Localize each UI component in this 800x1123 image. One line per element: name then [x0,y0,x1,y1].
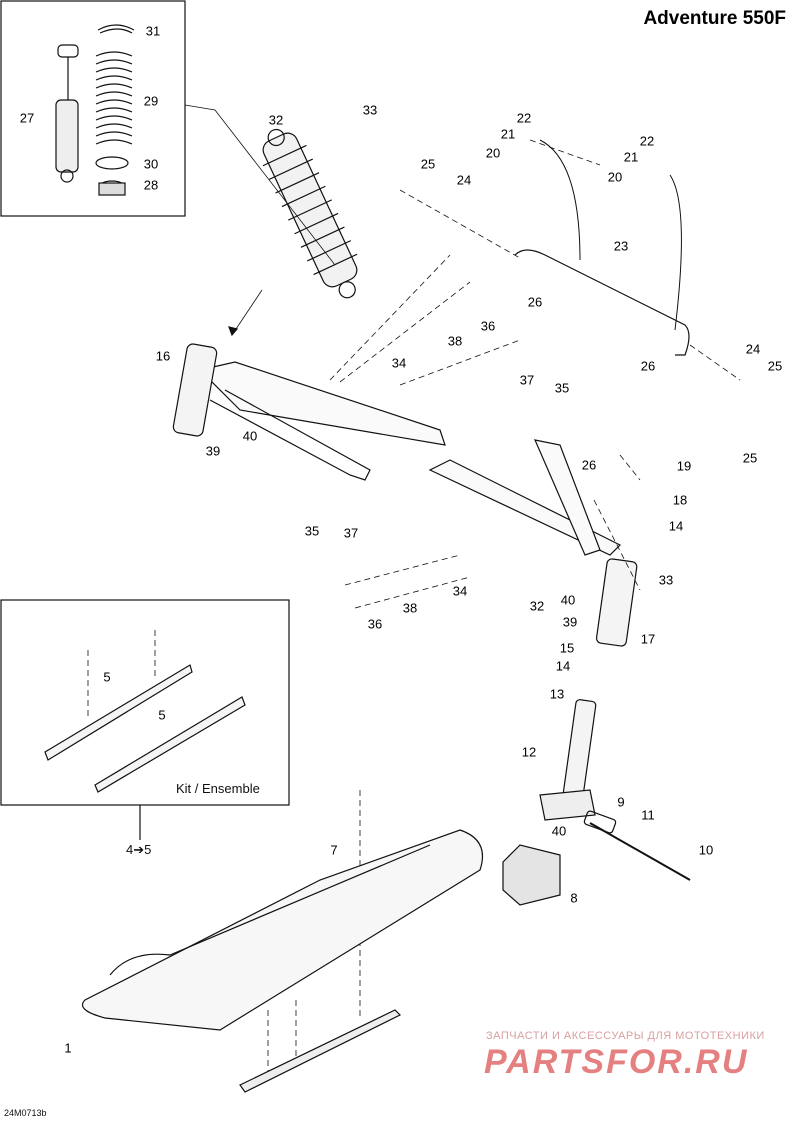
callout-label: 5 [158,707,166,723]
callout-label: 21 [500,126,516,142]
callout-label: 32 [529,598,545,614]
ski [81,829,484,1093]
shock-inset-box [0,0,186,217]
sway-bar [514,249,690,356]
callout-label: 27 [19,110,35,126]
callout-label: 22 [516,110,532,126]
ski-bracket [502,844,561,906]
callout-label: 12 [521,744,537,760]
callout-label: 14 [555,658,571,674]
shock-absorber-inset [55,44,79,183]
carbide-runners [44,664,246,793]
callout-label: 21 [623,149,639,165]
callout-label: 29 [143,93,159,109]
spring-inset [95,24,135,196]
callout-label: 14 [668,518,684,534]
callout-label: 33 [658,572,674,588]
callout-label: 20 [607,169,623,185]
callout-label: 23 [613,238,629,254]
kit-box-label: Kit / Ensemble [176,781,260,796]
watermark-logo: PARTSFOR.RU [484,1043,749,1081]
callout-label: 40 [242,428,258,444]
callout-label: 8 [570,890,578,906]
kit-reference: 4➔5 [126,842,152,857]
callout-label: 30 [143,156,159,172]
callout-label: 11 [641,807,655,823]
callout-label: 34 [391,355,407,371]
callout-label: 22 [639,133,655,149]
callout-label: 24 [456,172,472,188]
callout-label: 13 [549,686,565,702]
callout-label: 9 [617,794,625,810]
callout-label: 39 [562,614,578,630]
callout-label: 20 [485,145,501,161]
page-title: Adventure 550F [643,8,786,29]
shock-absorber-main [262,128,358,299]
callout-label: 17 [640,631,656,647]
callout-label: 40 [551,823,567,839]
spindle-upper [172,343,218,437]
watermark-tagline: ЗАПЧАСТИ И АКСЕССУАРЫ ДЛЯ МОТОТЕХНИКИ [486,1030,765,1042]
callout-label: 31 [145,23,161,39]
callout-label: 40 [560,592,576,608]
spindle-tube [595,558,638,647]
callout-label: 15 [559,640,575,656]
callout-label: 10 [698,842,714,858]
callout-label: 36 [480,318,496,334]
callout-label: 5 [103,669,111,685]
callout-label: 7 [330,842,338,858]
callout-label: 26 [581,457,597,473]
callout-label: 38 [402,600,418,616]
callout-label: 19 [676,458,692,474]
lower-a-arm [428,439,622,556]
callout-label: 25 [767,358,783,374]
callout-label: 28 [143,177,159,193]
callout-label: 36 [367,616,383,632]
callout-label: 38 [447,333,463,349]
callout-label: 32 [268,112,284,128]
callout-label: 37 [343,525,359,541]
callout-label: 35 [304,523,320,539]
callout-label: 34 [452,583,468,599]
upper-a-arm [198,361,446,481]
callout-label: 16 [155,348,171,364]
callout-label: 24 [745,341,761,357]
callout-label: 26 [527,294,543,310]
callout-label: 25 [742,450,758,466]
diagram-code: 24M0713b [4,1108,47,1118]
callout-label: 1 [64,1040,72,1056]
callout-label: 35 [554,380,570,396]
callout-label: 26 [640,358,656,374]
callout-label: 25 [420,156,436,172]
callout-label: 18 [672,492,688,508]
callout-label: 37 [519,372,535,388]
callout-label: 33 [362,102,378,118]
callout-label: 39 [205,443,221,459]
kit-box [0,599,290,806]
